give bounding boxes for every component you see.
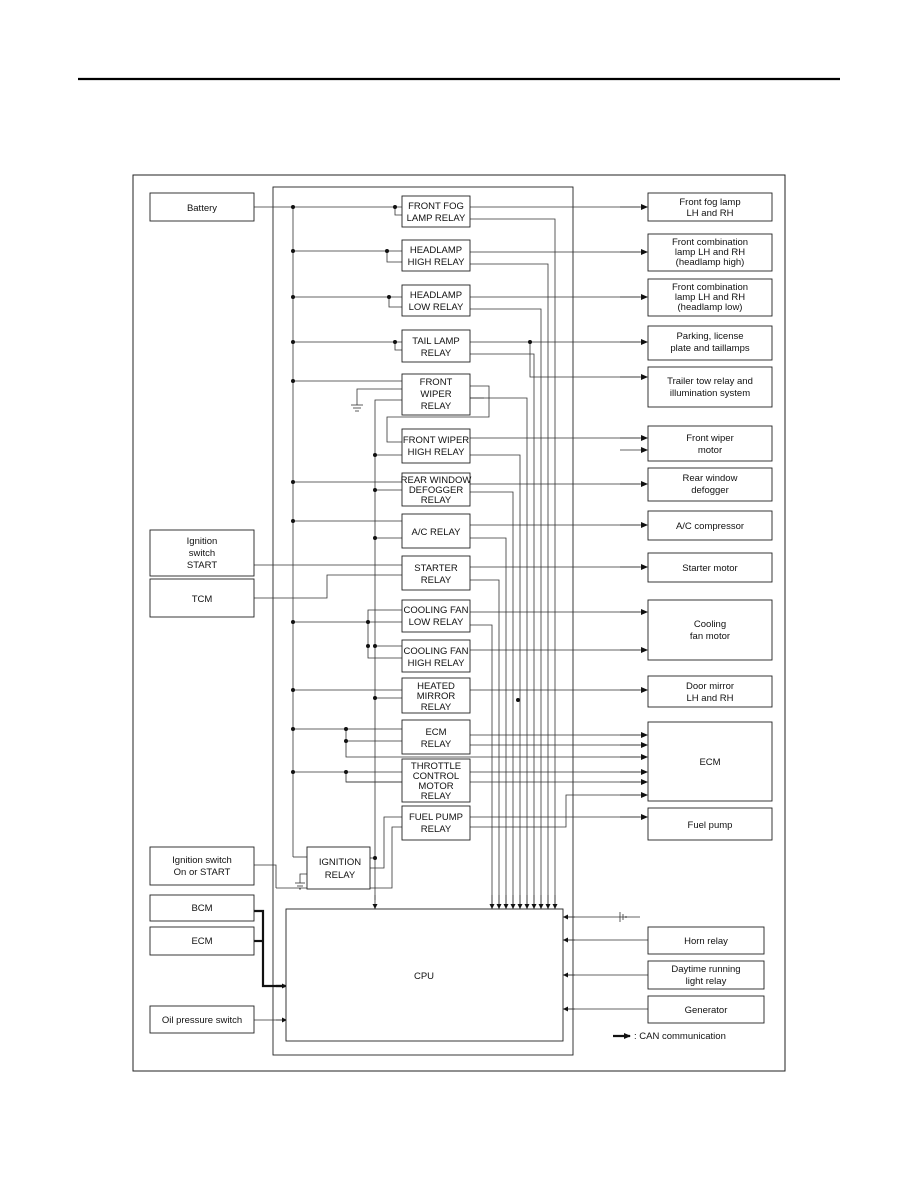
generator-label: Generator [685,1005,728,1016]
headlamp-low-relay [401,284,471,317]
cooling-fan-high-relay [401,639,471,673]
cpu-box [285,908,564,1042]
ecm-input-box [149,926,255,956]
starter-motor-box [647,552,773,583]
ignition-on-box [149,846,255,886]
parking-box [647,325,773,361]
bcm-box [149,894,255,922]
cooling-fan-low-relay [401,599,471,633]
horn-relay-label: Horn relay [684,936,728,947]
bcm-label: BCM [191,903,212,914]
fuel-pump-box [647,807,773,841]
starter-relay [401,555,471,591]
tcm-box [149,578,255,618]
front-wiper-high-relay [401,428,471,464]
throttle-control-relay [401,758,471,803]
ecm-input-label: ECM [191,936,212,947]
fan-motor-box [647,599,773,661]
ac-compressor-box [647,510,773,541]
battery-box [149,192,255,222]
horn-relay-box [647,926,765,955]
ecm-relay [401,719,471,755]
front-fog-relay [401,195,471,228]
ac-compressor-label: A/C compressor [676,521,744,532]
fuel-pump-relay [401,805,471,841]
signal-arrows [276,204,648,1023]
comb-high-box [647,233,773,272]
ignition-relay [306,846,371,890]
tcm-label: TCM [192,594,213,605]
junction-dots [291,205,532,860]
figure-frame [132,174,786,1072]
heated-mirror-relay [401,677,471,714]
ignition-start-box [149,529,255,577]
cpu-label: CPU [414,971,434,982]
trailer-box [647,366,773,408]
headlamp-high-relay [401,239,471,272]
oil-pressure-box [149,1005,255,1034]
ac-relay-label: A/C RELAY [412,527,462,538]
fog-lamp-box [647,192,773,222]
starter-motor-label: Starter motor [682,563,737,574]
rear-defogger-relay [401,472,471,507]
legend-label: : CAN communication [634,1031,726,1042]
rear-defogger-box [647,467,773,502]
legend: : CAN communication [613,1031,726,1042]
wiring [254,206,648,1021]
oil-pressure-label: Oil pressure switch [162,1015,242,1026]
ecm-output-box [647,721,773,802]
tail-lamp-relay [401,329,471,363]
wiper-motor-box [647,425,773,462]
ipdm-boundary [272,186,574,1056]
battery-label: Battery [187,203,217,214]
generator-box [647,995,765,1024]
front-wiper-relay [401,373,471,416]
drl-relay-box [647,960,765,990]
ecm-output-label: ECM [699,757,720,768]
comb-low-box [647,278,773,317]
door-mirror-box [647,675,773,708]
ac-relay [401,513,471,549]
fuel-pump-label: Fuel pump [688,820,733,831]
